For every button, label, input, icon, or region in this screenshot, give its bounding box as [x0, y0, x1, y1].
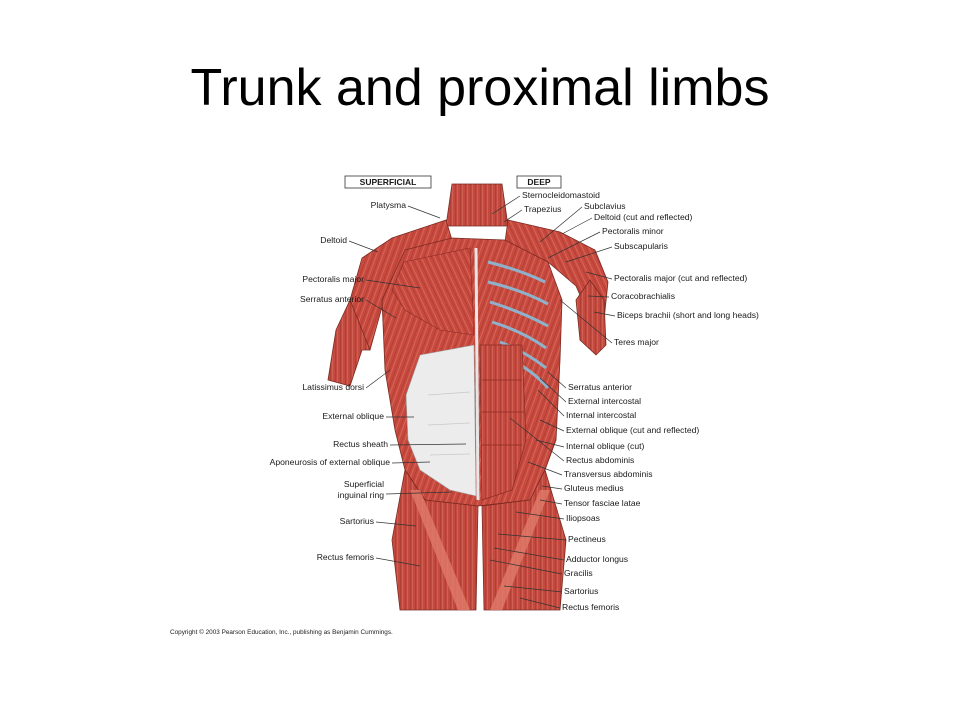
label-pectoralis-major: Pectoralis major	[302, 274, 364, 284]
label-biceps-brachii: Biceps brachii (short and long heads)	[617, 310, 759, 320]
slide-title: Trunk and proximal limbs	[190, 59, 770, 117]
torso-illustration	[327, 183, 609, 611]
right-labels: Sternocleidomastoid Trapezius Subclavius…	[489, 190, 759, 612]
sartorius-left	[410, 490, 470, 610]
label-tensor-fasciae-latae: Tensor fasciae latae	[564, 498, 641, 508]
label-subclavius: Subclavius	[584, 201, 626, 211]
superficial-header: SUPERFICIAL	[344, 175, 432, 189]
rectus-sheath	[405, 344, 477, 497]
label-subscapularis: Subscapularis	[614, 241, 668, 251]
label-pectineus: Pectineus	[568, 534, 606, 544]
label-external-intercostal: External intercostal	[568, 396, 641, 406]
label-latissimus-dorsi: Latissimus dorsi	[302, 382, 364, 392]
label-deltoid-cut: Deltoid (cut and reflected)	[594, 212, 693, 222]
label-inguinal-ring: inguinal ring	[338, 490, 385, 500]
rectus-abdominis	[479, 344, 527, 501]
label-rectus-femoris-right: Rectus femoris	[562, 602, 619, 612]
label-transversus-abdominis: Transversus abdominis	[564, 469, 653, 479]
label-platysma: Platysma	[371, 200, 407, 210]
deep-header: DEEP	[516, 175, 562, 189]
superficial-header-text: SUPERFICIAL	[360, 177, 417, 187]
label-serratus-anterior-left: Serratus anterior	[300, 294, 364, 304]
label-pectoralis-minor: Pectoralis minor	[602, 226, 664, 236]
label-adductor-longus: Adductor longus	[566, 554, 628, 564]
label-teres-major: Teres major	[614, 337, 659, 347]
label-sartorius-left: Sartorius	[340, 516, 374, 526]
label-coracobrachialis: Coracobrachialis	[611, 291, 675, 301]
label-rectus-abdominis: Rectus abdominis	[566, 455, 634, 465]
label-internal-intercostal: Internal intercostal	[566, 410, 636, 420]
arm-right	[575, 279, 607, 356]
label-pectoralis-major-cut: Pectoralis major (cut and reflected)	[614, 273, 747, 283]
label-sartorius-right: Sartorius	[564, 586, 598, 596]
label-external-oblique-cut: External oblique (cut and reflected)	[566, 425, 699, 435]
pectoralis-major-left	[391, 247, 475, 336]
arm-left	[327, 298, 371, 387]
label-internal-oblique: Internal oblique (cut)	[566, 441, 644, 451]
neck	[445, 183, 509, 227]
copyright-notice: Copyright © 2003 Pearson Education, Inc.…	[170, 629, 393, 636]
sartorius-right	[490, 490, 550, 610]
label-iliopsoas: Iliopsoas	[566, 513, 600, 523]
left-labels: Platysma Deltoid Pectoralis major Serrat…	[270, 200, 467, 567]
label-serratus-anterior-right: Serratus anterior	[568, 382, 632, 392]
label-sternocleidomastoid: Sternocleidomastoid	[522, 190, 600, 200]
label-external-oblique: External oblique	[322, 411, 384, 421]
ribs-right	[487, 260, 550, 389]
label-superficial: Superficial	[344, 479, 384, 489]
sheath-shading	[427, 391, 471, 456]
label-rectus-femoris-left: Rectus femoris	[317, 552, 374, 562]
label-gracilis: Gracilis	[564, 568, 593, 578]
deep-header-text: DEEP	[527, 177, 550, 187]
label-aponeurosis: Aponeurosis of external oblique	[270, 457, 391, 467]
label-trapezius: Trapezius	[524, 204, 561, 214]
label-gluteus-medius: Gluteus medius	[564, 483, 624, 493]
label-rectus-sheath: Rectus sheath	[333, 439, 388, 449]
label-deltoid: Deltoid	[320, 235, 347, 245]
